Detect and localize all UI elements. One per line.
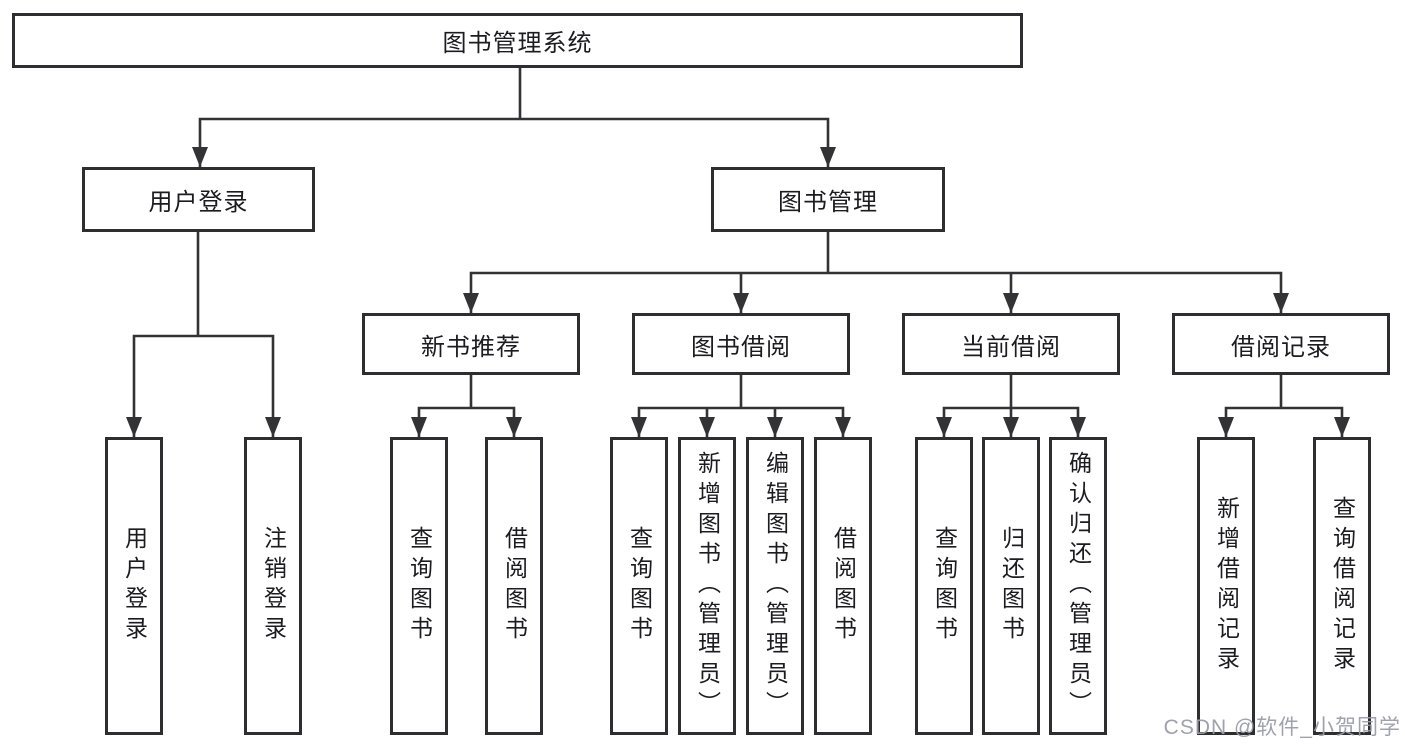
node-label: 查询借阅记录 (1329, 496, 1356, 676)
leaf-query-books-recommend: 查询图书 (390, 437, 448, 735)
node-label: 确认归还（管理员） (1065, 451, 1092, 721)
node-book-management: 图书管理 (711, 167, 945, 232)
node-book-borrowing: 图书借阅 (632, 313, 850, 375)
node-label: 新增图书（管理员） (694, 451, 721, 721)
node-label: 新增借阅记录 (1213, 496, 1240, 676)
node-label: 借阅图书 (501, 526, 528, 646)
node-label: 借阅图书 (830, 526, 857, 646)
leaf-query-books-current: 查询图书 (915, 437, 973, 735)
node-label: 查询图书 (931, 526, 958, 646)
leaf-return-book: 归还图书 (982, 437, 1040, 735)
node-label: 新书推荐 (421, 333, 521, 361)
leaf-add-book-admin: 新增图书（管理员） (678, 437, 736, 735)
leaf-query-books-borrow: 查询图书 (610, 437, 668, 735)
node-label: 图书管理系统 (442, 30, 593, 57)
leaf-confirm-return-admin: 确认归还（管理员） (1049, 437, 1107, 735)
node-label: 注销登录 (260, 526, 287, 646)
leaf-borrow-books-recommend: 借阅图书 (485, 437, 543, 735)
node-label: 归还图书 (998, 526, 1025, 646)
node-borrowing-records: 借阅记录 (1172, 313, 1390, 375)
connector-path (132, 66, 1344, 439)
node-user-login: 用户登录 (82, 167, 315, 232)
node-label: 查询图书 (406, 526, 433, 646)
node-label: 用户登录 (121, 526, 148, 646)
node-library-management-system: 图书管理系统 (12, 13, 1023, 68)
leaf-logout: 注销登录 (244, 437, 302, 735)
node-label: 查询图书 (626, 526, 653, 646)
node-current-borrowing: 当前借阅 (902, 313, 1120, 375)
node-label: 用户登录 (148, 189, 249, 216)
leaf-edit-book-admin: 编辑图书（管理员） (746, 437, 804, 735)
node-new-book-recommend: 新书推荐 (362, 313, 580, 375)
leaf-add-borrow-record: 新增借阅记录 (1197, 437, 1255, 735)
leaf-query-borrow-record: 查询借阅记录 (1313, 437, 1371, 735)
csdn-watermark: CSDN @软件_小贺同学 (1163, 716, 1401, 739)
leaf-borrow-books: 借阅图书 (814, 437, 872, 735)
node-label: 当前借阅 (961, 333, 1061, 361)
node-label: 图书管理 (778, 189, 878, 216)
node-label: 图书借阅 (691, 333, 791, 361)
node-label: 借阅记录 (1231, 333, 1331, 361)
leaf-user-login: 用户登录 (105, 437, 163, 735)
node-label: 编辑图书（管理员） (762, 451, 789, 721)
